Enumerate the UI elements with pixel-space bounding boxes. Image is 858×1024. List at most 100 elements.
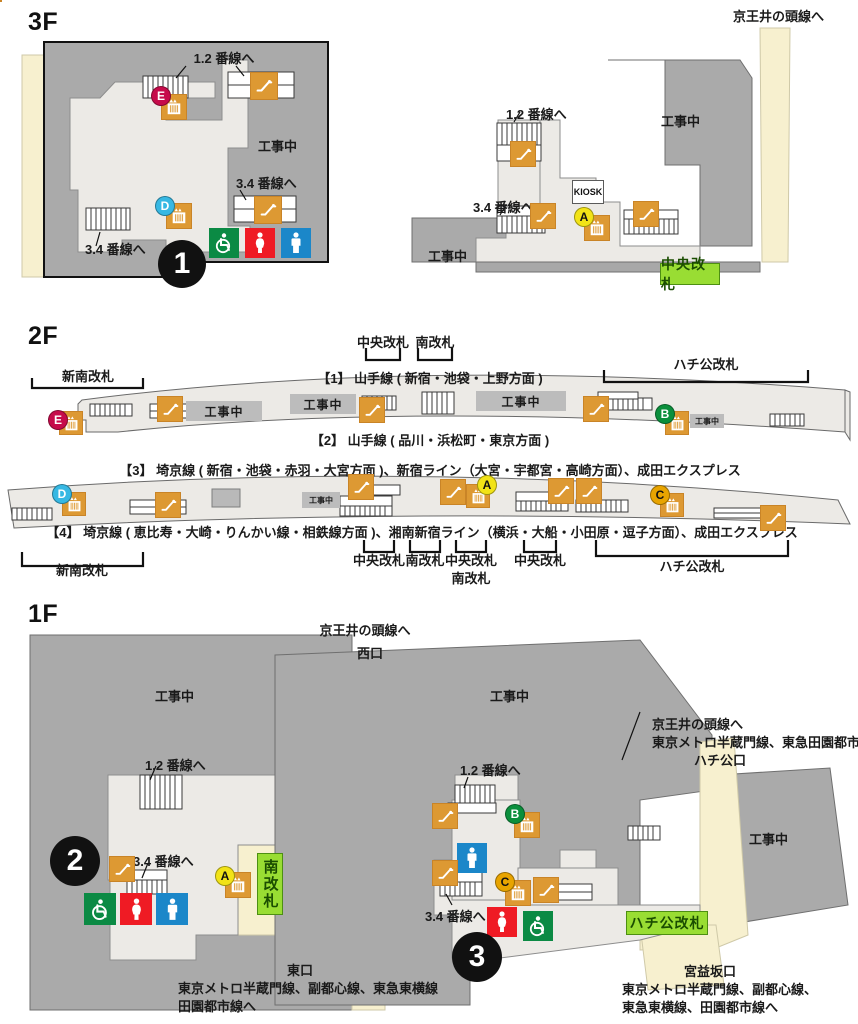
f2-gate-bottom-3: 中央改札	[444, 553, 498, 568]
f1l-exit-east-label: 東口	[287, 963, 314, 978]
gate-chuo-kaisatsu-f3[interactable]: 中央改札	[660, 256, 720, 292]
badge-e-f2[interactable]: E	[48, 410, 68, 430]
f1r-to-platform-34-label: 3.4 番線へ	[425, 909, 486, 924]
f1l-stair-34	[126, 869, 168, 895]
women-toilet-icon-f3	[245, 228, 275, 258]
f1r-construction-right-label: 工事中	[749, 832, 789, 847]
badge-a-f2[interactable]: A	[477, 475, 497, 495]
badge-a-f1-left[interactable]: A	[215, 866, 235, 886]
escalator-icon-f1-right-3[interactable]	[533, 877, 559, 903]
f2-gate-bottom-4: 中央改札	[513, 553, 567, 568]
escalator-icon-f2-lower-6[interactable]	[760, 505, 786, 531]
f2-gate-shinminami-lower: 新南改札	[55, 563, 109, 578]
f3l-to-platform-34-label: 3.4 番線へ	[236, 176, 297, 191]
f2-gate-bottom-5: ハチ公改札	[659, 559, 725, 574]
f2-gate-minami-upper: 南改札	[415, 335, 455, 350]
accessible-toilet-icon-f1-right	[523, 911, 553, 941]
f1l-to-platform-34-label: 3.4 番線へ	[133, 854, 194, 869]
f2-construction-4: 工事中	[690, 414, 724, 428]
f1r-exit-miyamasuzaka-label: 宮益坂口	[684, 964, 737, 979]
men-toilet-icon-f3	[281, 228, 311, 258]
f3r-to-platform-12-label: 1.2 番線へ	[506, 107, 567, 122]
floor1-right-shapes	[274, 639, 849, 1006]
escalator-icon-f1-left[interactable]	[109, 856, 135, 882]
f2-construction-3: 工事中	[476, 391, 566, 411]
escalator-icon-f3-left-lower[interactable]	[254, 196, 282, 224]
men-toilet-icon-f1-left	[156, 893, 188, 925]
escalator-icon-f2-lower-2[interactable]	[348, 474, 374, 500]
f2-gate-chuo-upper: 中央改札	[356, 335, 410, 350]
badge-d-f3-left[interactable]: D	[155, 196, 175, 216]
f2-line-2-label: 【2】 山手線 ( 品川・浜松町・東京方面 )	[310, 433, 550, 448]
escalator-icon-f2-lower-5[interactable]	[576, 478, 602, 504]
map-marker-1[interactable]: 1	[158, 240, 206, 288]
badge-b-f1-right[interactable]: B	[505, 804, 525, 824]
escalator-icon-f2-upper-3[interactable]	[583, 396, 609, 422]
f2-line-1-label: 【1】 山手線 ( 新宿・池袋・上野方面 )	[317, 371, 543, 386]
kiosk-box-f3: KIOSK	[572, 180, 604, 204]
f2-construction-1: 工事中	[186, 401, 262, 421]
floor2-shapes	[7, 348, 851, 568]
f2-gate-bottom-1: 中央改札	[352, 553, 406, 568]
escalator-icon-f2-lower-3[interactable]	[440, 479, 466, 505]
f3l-construction-label: 工事中	[258, 139, 298, 154]
escalator-icon-f3-left-upper[interactable]	[250, 72, 278, 100]
f1r-to-platform-12-label: 1.2 番線へ	[460, 763, 521, 778]
floor-label-3f: 3F	[28, 8, 59, 36]
f1l-to-platform-12-label: 1.2 番線へ	[145, 758, 206, 773]
escalator-icon-f2-lower-1[interactable]	[155, 492, 181, 518]
f3-left-stair-lower	[85, 207, 131, 231]
escalator-icon-f3-right-upper[interactable]	[510, 141, 536, 167]
f1r-exit-hachiko-line2: 東京メトロ半蔵門線、東急田園都市線へ	[652, 735, 858, 750]
f1l-stair-12	[139, 774, 183, 810]
f3r-construction-top-label: 工事中	[661, 114, 701, 129]
women-toilet-icon-f1-right	[487, 907, 517, 937]
badge-d-f2[interactable]: D	[52, 484, 72, 504]
accessible-toilet-icon-f3	[209, 228, 239, 258]
escalator-icon-f3-right-lower[interactable]	[530, 203, 556, 229]
floor-label-1f: 1F	[28, 600, 59, 628]
f1r-stair-mid	[627, 825, 661, 841]
f1r-exit-miyamasuzaka-lines-2: 東急東横線、田園都市線へ	[622, 1000, 779, 1015]
escalator-icon-f2-lower-4[interactable]	[548, 478, 574, 504]
escalator-icon-f1-right-1[interactable]	[432, 803, 458, 829]
map-marker-3[interactable]: 3	[452, 932, 502, 982]
f2-line-4-label: 【4】 埼京線 ( 恵比寿・大崎・りんかい線・相鉄線方面 )、湘南新宿ライン（横…	[46, 525, 798, 540]
f2-gate-hachiko-upper: ハチ公改札	[673, 357, 739, 372]
badge-c-f1-right[interactable]: C	[495, 872, 515, 892]
f1l-exit-east-lines-1: 東京メトロ半蔵門線、副都心線、東急東横線	[178, 981, 439, 996]
badge-a-f3-right[interactable]: A	[574, 207, 594, 227]
elevator-icon-f3-left-lower[interactable]	[166, 203, 192, 229]
badge-b-f2[interactable]: B	[655, 404, 675, 424]
f1r-exit-miyamasuzaka-lines-1: 東京メトロ半蔵門線、副都心線、	[622, 982, 818, 997]
f1r-stair-12	[447, 784, 497, 814]
f2-gate-bottom-2: 南改札	[405, 553, 445, 568]
escalator-icon-f1-right-2[interactable]	[432, 860, 458, 886]
spare-hidden	[0, 0, 2, 2]
escalator-icon-f2-upper-2[interactable]	[359, 397, 385, 423]
map-marker-2[interactable]: 2	[50, 836, 100, 886]
f2-gate-bottom-3b: 南改札	[451, 571, 491, 586]
escalator-icon-f3-right-mid[interactable]	[633, 201, 659, 227]
f2-line-3-label: 【3】 埼京線 ( 新宿・池袋・赤羽・大宮方面 )、新宿ライン（大宮・宇都宮・高…	[119, 463, 741, 478]
f2-construction-2: 工事中	[290, 394, 356, 414]
f1l-exit-east-lines-2: 田園都市線へ	[178, 999, 257, 1014]
f2-construction-lower: 工事中	[302, 492, 340, 508]
escalator-icon-f2-upper-1[interactable]	[157, 396, 183, 422]
f1l-to-keio-label: 京王井の頭線へ	[319, 623, 411, 638]
f1l-exit-west-label: 西口	[357, 646, 384, 661]
f3r-to-keio-label: 京王井の頭線へ	[733, 9, 825, 24]
f2-gate-shinminami-upper: 新南改札	[61, 369, 115, 384]
gate-minami-kaisatsu-f1[interactable]: 南改札	[257, 853, 283, 915]
f1l-construction-label: 工事中	[155, 689, 195, 704]
gate-hachiko-kaisatsu-f1[interactable]: ハチ公改札	[626, 911, 708, 935]
f3r-to-platform-34-label: 3.4 番線へ	[473, 200, 534, 215]
women-toilet-icon-f1-left	[120, 893, 152, 925]
badge-e-f3-left[interactable]: E	[151, 86, 171, 106]
badge-c-f2[interactable]: C	[650, 485, 670, 505]
f3l-to-platform-12-label: 1.2 番線へ	[193, 51, 255, 66]
f3l-to-platform-34-left-label: 3.4 番線へ	[85, 242, 146, 257]
f1r-exit-hachiko-line1: 京王井の頭線へ	[652, 717, 744, 732]
f3r-construction-bottom-label: 工事中	[428, 249, 468, 264]
